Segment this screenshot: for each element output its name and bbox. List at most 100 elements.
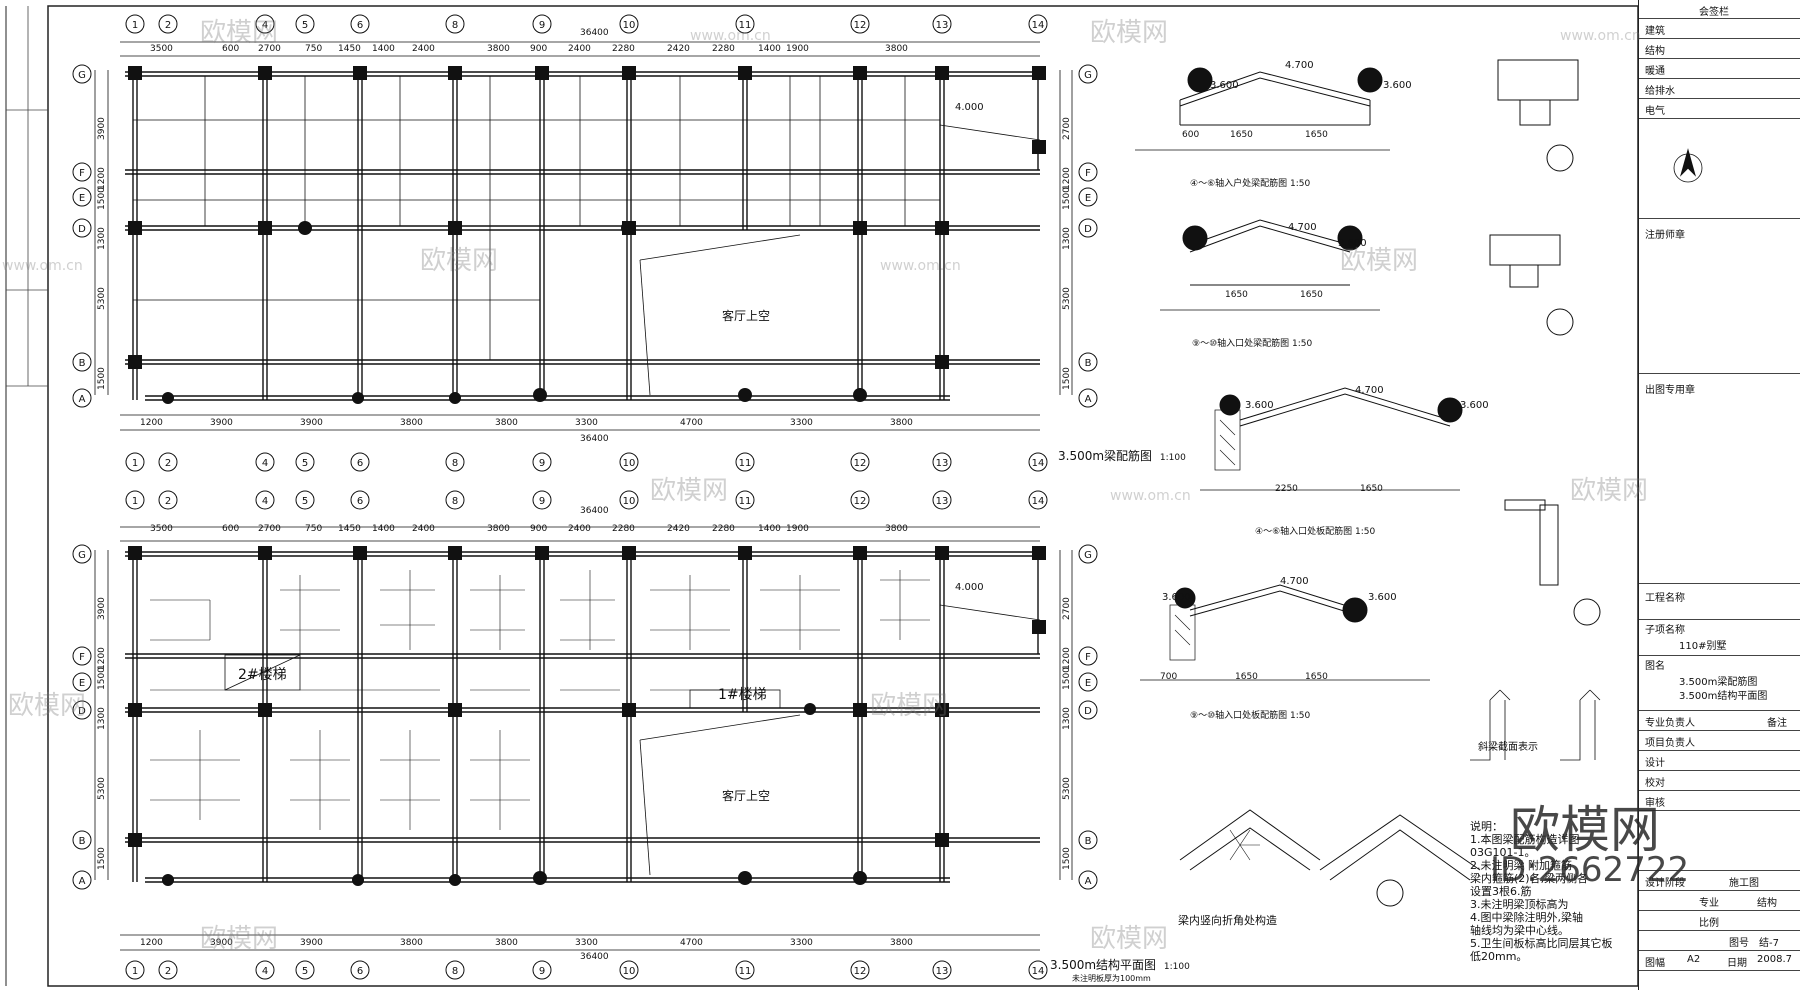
bottom-dim-label: 3900 [300,418,323,428]
axis-col-bubble [158,960,178,980]
tb-row-elec: 电气 [1645,106,1665,117]
remark-label: 备注 [1767,718,1787,729]
dim-1650-d4a: 1650 [1235,672,1258,682]
watermark-site: www.om.cn [1110,488,1191,504]
watermark-site: www.om.cn [2,258,83,274]
level-3600-d1b: 3.600 [1383,80,1412,91]
dim-1650-d1b: 1650 [1305,130,1328,140]
note-line: 设置3根6.筋 [1470,885,1532,898]
bottom-dim-label: 3300 [790,938,813,948]
axis-row-bubble-label: A [79,876,86,887]
detail-sections [1135,59,1703,881]
axis-col-bubble-label: 11 [739,966,752,977]
axis-col-bubble-label: 1 [132,458,138,469]
axis-col-bubble-label: 6 [357,966,363,977]
watermark-brand: 欧模网 [1570,476,1649,506]
axis-col-bubble [532,14,552,34]
bottom-dim-label: 3800 [400,938,423,948]
bottom-plan-note: 未注明板厚为100mm [1072,974,1151,983]
axis-col-bubble-label: 1 [132,496,138,507]
dim-600-d1: 600 [1182,130,1200,140]
right-dim-label: 1300 [1062,227,1072,250]
right-dim-label: 1500 [1062,667,1072,690]
top-dim-label: 3800 [487,524,510,534]
drawing-name-2: 3.500m结构平面图 [1679,691,1768,702]
watermark-brand: 欧模网 [420,246,499,276]
right-dim-label: 1300 [1062,707,1072,730]
dim-1650-d4b: 1650 [1305,672,1328,682]
axis-row-bubble [72,352,92,372]
bottom-total-dim: 36400 [580,506,609,516]
axis-row-bubble-label: E [1085,193,1091,204]
bottom-dim-label: 3800 [890,938,913,948]
axis-row-bubble [1078,352,1098,372]
bottom-dim-label: 4700 [680,418,703,428]
watermark-site: www.om.cn [1560,28,1641,44]
axis-col-bubble [295,452,315,472]
number-value: 结-7 [1759,938,1779,949]
subproject-value: 110#别墅 [1679,641,1727,652]
project-name-label: 工程名称 [1645,593,1685,604]
role-4: 校对 [1645,778,1665,789]
axis-col-bubble-label: 9 [539,496,545,507]
axis-row-bubble [72,700,92,720]
note-line: 03G101-1。 [1470,846,1536,859]
axis-col-bubble [850,960,870,980]
axis-row-bubble [72,830,92,850]
axis-col-bubble [125,452,145,472]
axis-col-bubble-label: 11 [739,496,752,507]
axis-col-bubble-label: 4 [262,20,268,31]
bottom-dim-label: 3900 [210,418,233,428]
axis-col-bubble [158,14,178,34]
void-label-bottom: 客厅上空 [722,789,771,803]
level-4000-top: 4.000 [955,102,984,113]
axis-col-bubble [350,452,370,472]
axis-row-bubble-label: D [78,224,86,235]
top-dim-label: 1450 [338,524,361,534]
axis-row-bubble-label: G [78,550,86,561]
top-dim-label: 900 [530,44,548,54]
axis-col-bubble [532,960,552,980]
left-dim-label: 3900 [97,117,107,140]
tb-row-plumbing: 给排水 [1645,86,1675,97]
bottom-dim-label: 4700 [680,938,703,948]
axis-row-bubble-label: B [79,836,86,847]
axis-col-bubble [932,14,952,34]
bottom-dim-label: 3800 [495,418,518,428]
axis-col-bubble [295,960,315,980]
left-dim-label: 5300 [97,287,107,310]
level-4700-d4: 4.700 [1280,576,1309,587]
axis-col-bubble [255,452,275,472]
registered-seal-label: 注册师章 [1645,230,1685,241]
top-dim-label: 1400 [372,44,395,54]
axis-col-bubble [125,490,145,510]
top-dim-label: 3800 [487,44,510,54]
axis-col-bubble-label: 6 [357,458,363,469]
left-dim-label: 1300 [97,707,107,730]
note-line: 4.图中梁除注明外,梁轴 [1470,911,1583,924]
axis-row-bubble [1078,646,1098,666]
note-line: 1.本图梁配筋构造详图 [1470,833,1580,846]
axis-row-bubble-label: A [79,394,86,405]
axis-col-bubble-label: 9 [539,20,545,31]
axis-row-bubble-label: A [1085,876,1092,887]
axis-col-bubble-label: 6 [357,496,363,507]
watermark-id: ID:2662722 [1490,850,1690,890]
watermark-brand: 欧模网 [200,18,279,48]
discipline-label: 专业 [1699,898,1719,909]
axis-col-bubble [158,490,178,510]
watermark-brand: 欧模网 [200,924,279,954]
top-dim-label: 3800 [885,44,908,54]
date-value: 2008.7 [1757,954,1792,965]
axis-col-bubble-label: 1 [132,966,138,977]
axis-row-bubble [1078,544,1098,564]
bottom-dim-label: 1200 [140,938,163,948]
axis-col-bubble [350,960,370,980]
axis-col-bubble [255,960,275,980]
axis-col-bubble-label: 2 [165,496,171,507]
bottom-dim-label: 3900 [300,938,323,948]
right-dim-label: 2700 [1062,117,1072,140]
top-dim-label: 2400 [412,524,435,534]
right-dim-label: 5300 [1062,287,1072,310]
